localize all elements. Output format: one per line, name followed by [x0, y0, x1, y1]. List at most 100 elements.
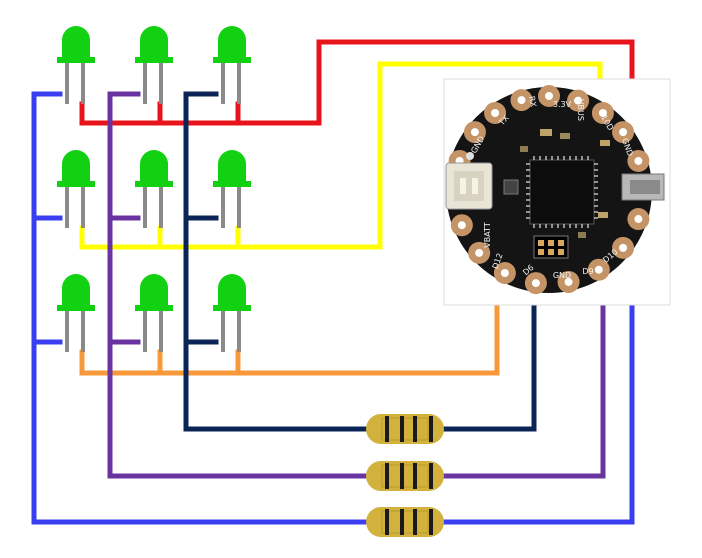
- board-pad-hole: [619, 128, 628, 137]
- led-anode-leg: [159, 308, 163, 352]
- pin-label-vbus: VBUS: [576, 99, 585, 121]
- board-pad-hole: [475, 248, 484, 257]
- wire-yellow: [79, 61, 603, 250]
- led-r3-c2: [135, 274, 173, 352]
- wire-blue: [31, 91, 635, 525]
- led-r1-c2: [135, 26, 173, 104]
- led-r1-c1: [57, 26, 95, 104]
- usb-port: [621, 173, 665, 201]
- resistor-band: [385, 463, 389, 489]
- component-2: [560, 133, 570, 139]
- led-dome: [218, 274, 246, 306]
- led-dome: [62, 26, 90, 58]
- resistor-band: [385, 416, 389, 442]
- pin-label-d9: D9: [582, 267, 593, 276]
- led-flange: [57, 181, 95, 187]
- resistor-3: [366, 507, 444, 537]
- led-anode-leg: [237, 308, 241, 352]
- component-5: [598, 212, 608, 218]
- microcontroller-chip: [526, 156, 598, 228]
- resistor-band: [429, 463, 433, 489]
- reset-button: [503, 179, 519, 195]
- wire-purple: [107, 91, 606, 479]
- board-pad-hole: [634, 215, 643, 224]
- board-pad-hole: [517, 96, 526, 105]
- led-flange: [213, 57, 251, 63]
- resistor-band: [413, 463, 417, 489]
- board-pad-hole: [457, 221, 466, 230]
- led-grid: [57, 26, 251, 352]
- led-dome: [140, 150, 168, 182]
- board-dot: [466, 152, 474, 160]
- led-r3-c3: [213, 274, 251, 352]
- resistor-band: [400, 416, 404, 442]
- jst-connector: [445, 162, 493, 210]
- led-flange: [57, 305, 95, 311]
- pin-label-rx: RX: [527, 95, 538, 108]
- led-flange: [135, 57, 173, 63]
- board-pad-hole: [500, 268, 509, 277]
- resistor-2: [366, 461, 444, 491]
- led-anode-leg: [237, 60, 241, 104]
- board-pads: [448, 85, 650, 295]
- resistor-band: [400, 463, 404, 489]
- component-6: [578, 232, 586, 238]
- resistor-band: [429, 416, 433, 442]
- wire-navy: [183, 91, 537, 432]
- component-4: [520, 146, 528, 152]
- board-pad-hole: [634, 156, 643, 165]
- wire-orange: [79, 277, 500, 376]
- led-r3-c1: [57, 274, 95, 352]
- led-anode-leg: [159, 60, 163, 104]
- led-cathode-leg: [65, 184, 69, 228]
- led-flange: [57, 57, 95, 63]
- board-pad-hole: [598, 108, 607, 117]
- led-r2-c1: [57, 150, 95, 228]
- icsp-header: [533, 235, 569, 259]
- resistor-band: [413, 509, 417, 535]
- pin-label-v33: 3.3V: [553, 100, 572, 109]
- led-flange: [213, 181, 251, 187]
- led-r2-c3: [213, 150, 251, 228]
- component-3: [600, 140, 610, 146]
- led-cathode-leg: [221, 184, 225, 228]
- led-dome: [140, 274, 168, 306]
- led-flange: [135, 181, 173, 187]
- led-r2-c2: [135, 150, 173, 228]
- led-flange: [213, 305, 251, 311]
- led-cathode-leg: [65, 308, 69, 352]
- led-anode-leg: [81, 184, 85, 228]
- resistor-band: [413, 416, 417, 442]
- led-dome: [140, 26, 168, 58]
- led-flange: [135, 305, 173, 311]
- board-pad-hole: [545, 92, 553, 100]
- resistor-band: [400, 509, 404, 535]
- wires: [31, 39, 635, 525]
- led-anode-leg: [81, 60, 85, 104]
- led-cathode-leg: [65, 60, 69, 104]
- led-cathode-leg: [143, 60, 147, 104]
- led-dome: [62, 150, 90, 182]
- board-pad-hole: [574, 96, 583, 105]
- board-pad-hole: [564, 277, 573, 286]
- led-r1-c3: [213, 26, 251, 104]
- resistor-band: [385, 509, 389, 535]
- component-1: [540, 129, 552, 136]
- led-dome: [218, 150, 246, 182]
- led-anode-leg: [81, 308, 85, 352]
- board-pad-hole: [491, 108, 500, 117]
- led-dome: [62, 274, 90, 306]
- board-pad-hole: [619, 243, 628, 252]
- resistor-band: [429, 509, 433, 535]
- board-pad-hole: [470, 128, 479, 137]
- led-cathode-leg: [143, 184, 147, 228]
- pin-label-vbatt: VBATT: [483, 222, 492, 248]
- led-anode-leg: [237, 184, 241, 228]
- pin-label-gnd-bottom: GND: [553, 271, 571, 280]
- led-cathode-leg: [221, 308, 225, 352]
- wire-red: [79, 39, 635, 133]
- led-cathode-leg: [221, 60, 225, 104]
- board-pad-hole: [531, 279, 540, 288]
- led-cathode-leg: [143, 308, 147, 352]
